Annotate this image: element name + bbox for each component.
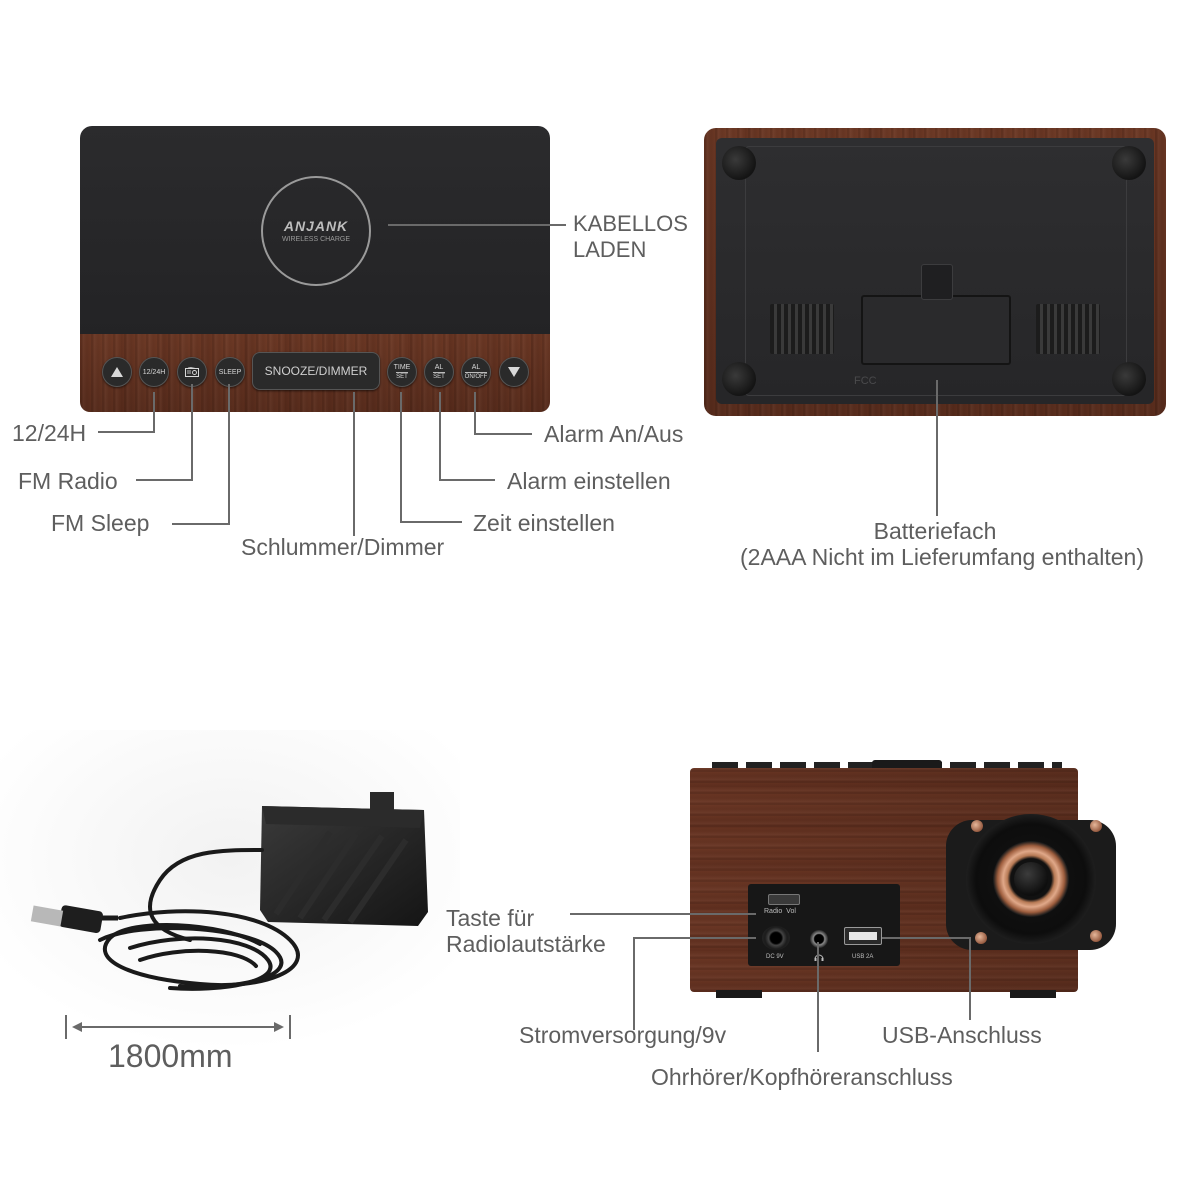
snooze-dimmer-button-label: SNOOZE/DIMMER	[264, 364, 368, 378]
alarm-onoff-button[interactable]: AL ON/OFF	[461, 357, 491, 387]
logo-subtitle: WIRELESS CHARGE	[281, 236, 351, 243]
alarm-set-button-bottom: SET	[433, 372, 445, 380]
label-wireless-line1: KABELLOS	[573, 211, 688, 236]
down-button[interactable]	[499, 357, 529, 387]
label-fm-radio: FM Radio	[18, 468, 118, 494]
wireless-charge-logo	[261, 176, 371, 286]
snooze-dimmer-button[interactable]: SNOOZE/DIMMER	[252, 352, 380, 390]
label-cable-length: 1800mm	[108, 1038, 233, 1074]
power-adapter-image	[0, 730, 460, 1050]
label-battery-line2: (2AAA Nicht im Lieferumfang enthalten)	[740, 544, 1144, 570]
label-headphone-port: Ohrhörer/Kopfhöreranschluss	[651, 1064, 953, 1090]
alarm-onoff-button-top: AL	[471, 364, 481, 371]
label-1224h: 12/24H	[12, 420, 87, 446]
time-set-button[interactable]: TIME SET	[387, 357, 417, 387]
dimension-line	[65, 1015, 291, 1039]
time-set-button-top: TIME	[393, 364, 411, 371]
mode-1224-button-label: 12/24H	[142, 368, 166, 376]
label-time-set: Zeit einstellen	[473, 510, 615, 536]
speaker-screw-tl	[971, 820, 983, 832]
label-usb-port: USB-Anschluss	[882, 1022, 1042, 1048]
triangle-down-icon	[508, 367, 520, 377]
radio-vol-label: Radio Vol	[764, 908, 796, 915]
rear-foot-right	[1010, 990, 1056, 998]
sleep-button[interactable]: SLEEP	[215, 357, 245, 387]
time-set-button-bottom: SET	[396, 372, 408, 380]
label-wireless-line2: LADEN	[573, 237, 647, 262]
bottom-marks: FCC	[854, 375, 877, 387]
rear-foot-left	[716, 990, 762, 998]
speaker-screw-tr	[1090, 820, 1102, 832]
battery-leader-line	[936, 380, 938, 516]
triangle-up-icon	[111, 367, 123, 377]
alarm-onoff-button-bottom: ON/OFF	[464, 372, 488, 380]
rubber-foot-tr	[1112, 146, 1146, 180]
logo-brand: ANJANK	[283, 218, 349, 234]
rubber-foot-tl	[722, 146, 756, 180]
alarm-set-button[interactable]: AL SET	[424, 357, 454, 387]
speaker-screw-br	[1090, 930, 1102, 942]
vent-right	[1036, 304, 1100, 354]
alarm-set-button-top: AL	[434, 364, 444, 371]
bottom-right-leader-lines	[570, 913, 971, 1052]
headphone-jack[interactable]	[810, 930, 828, 948]
usb-port[interactable]	[844, 927, 882, 945]
label-alarm-onoff: Alarm An/Aus	[544, 421, 684, 447]
vent-left	[770, 304, 834, 354]
label-battery-line1: Batteriefach	[873, 518, 997, 544]
usb-label: USB 2A	[852, 954, 874, 960]
speaker-screw-bl	[975, 932, 987, 944]
battery-latch	[921, 264, 953, 300]
dc-jack[interactable]	[762, 926, 790, 950]
up-button[interactable]	[102, 357, 132, 387]
radio-vol-button[interactable]	[768, 894, 800, 905]
dc-label: DC 9V	[766, 954, 784, 960]
speaker	[946, 814, 1116, 950]
rear-top-buttons	[712, 760, 1062, 770]
label-radio-volume-line2: Radiolautstärke	[446, 931, 606, 957]
label-radio-volume-line1: Taste für	[446, 905, 535, 931]
rubber-foot-bl	[722, 362, 756, 396]
label-power-supply: Stromversorgung/9v	[519, 1022, 727, 1048]
radio-icon	[185, 367, 199, 377]
label-fm-sleep: FM Sleep	[51, 510, 150, 536]
battery-cover	[861, 295, 1011, 365]
label-snooze: Schlummer/Dimmer	[241, 534, 445, 560]
sleep-button-label: SLEEP	[218, 368, 242, 376]
rubber-foot-br	[1112, 362, 1146, 396]
top-left-leader-lines	[98, 224, 566, 536]
mode-1224-button[interactable]: 12/24H	[139, 357, 169, 387]
label-alarm-set: Alarm einstellen	[507, 468, 671, 494]
